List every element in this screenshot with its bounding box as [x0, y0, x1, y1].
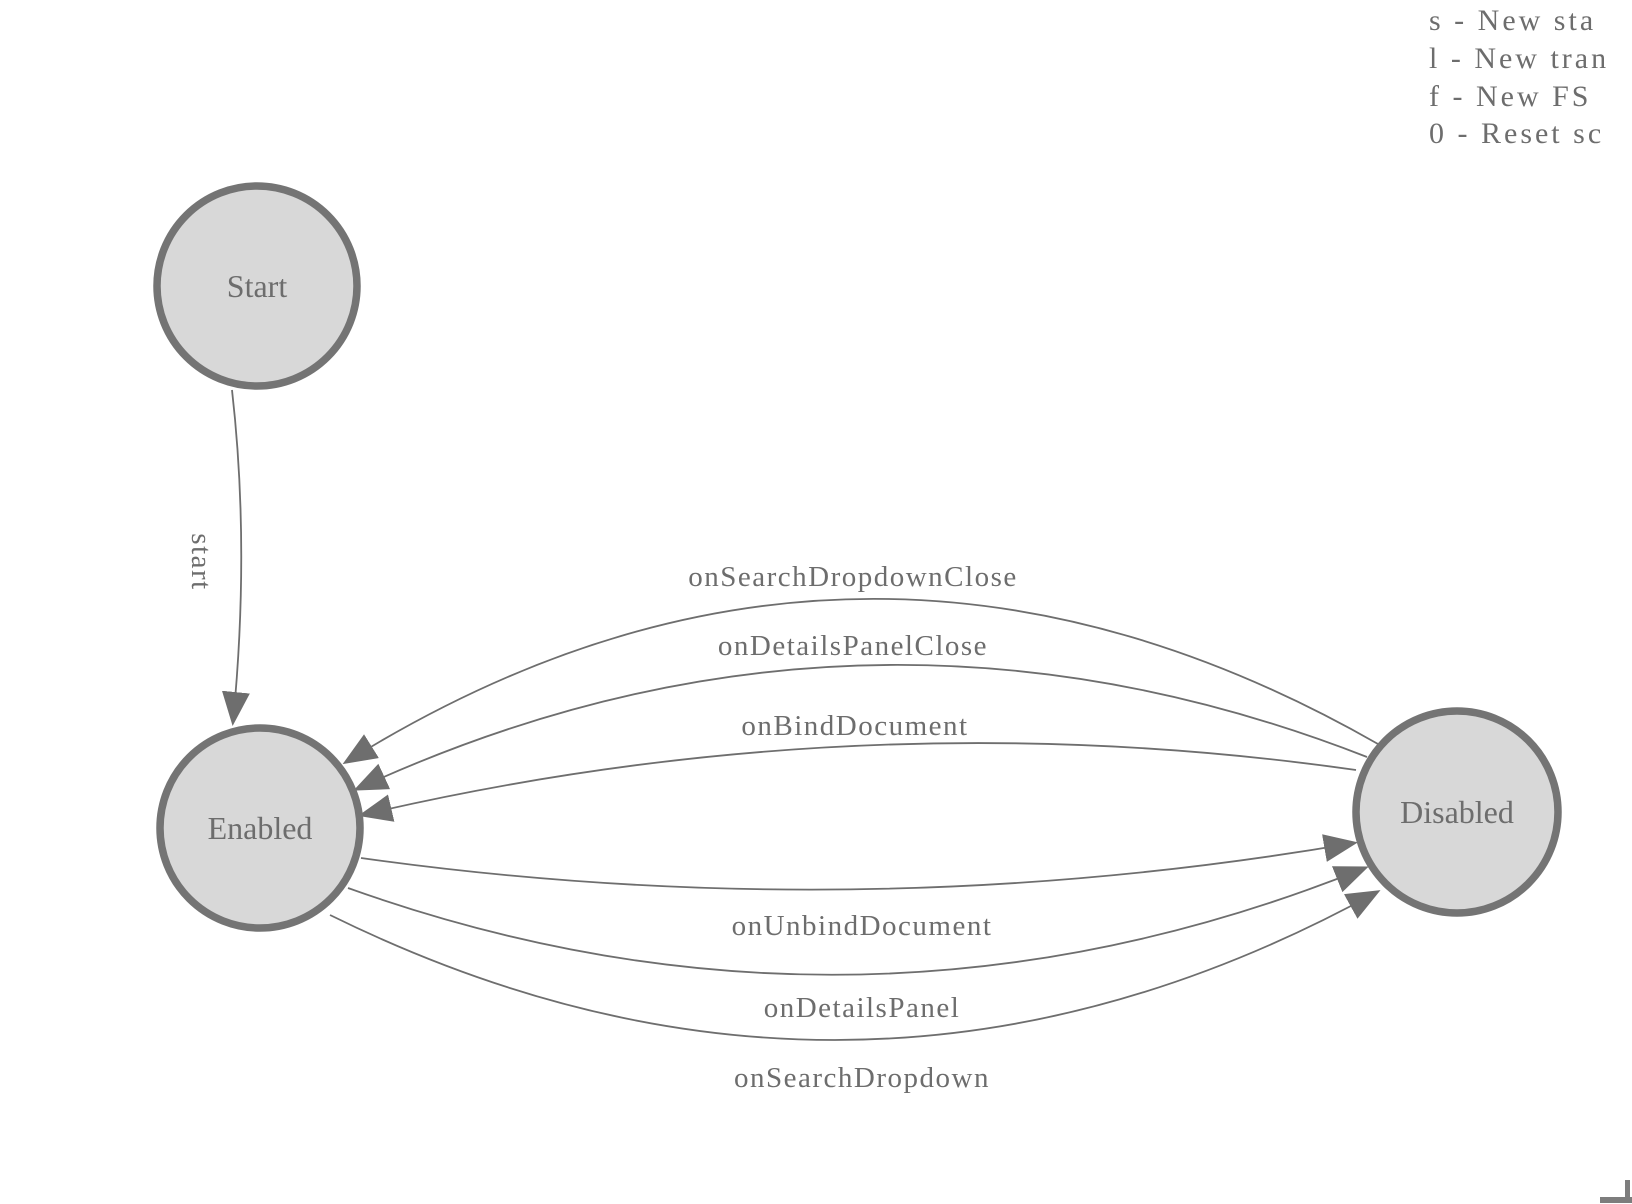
legend-line-new-fsm: f - New FS — [1429, 80, 1592, 113]
state-node-start[interactable]: Start — [153, 182, 361, 390]
shortcut-legend: s - New sta l - New tran f - New FS 0 - … — [1429, 4, 1609, 150]
corner-resize-mark — [1600, 1180, 1632, 1203]
transition-edge-onbinddocument[interactable] — [358, 742, 1357, 822]
transition-edges — [221, 389, 1381, 1041]
transition-labels: start onSearchDropdownClose onDetailsPan… — [185, 533, 1018, 1094]
state-node-disabled[interactable]: Disabled — [1352, 707, 1562, 917]
transition-label-ondetailspanelclose[interactable]: onDetailsPanelClose — [718, 630, 988, 662]
state-label-start: Start — [227, 268, 288, 304]
transition-edge-onsearchdropdown[interactable] — [329, 890, 1381, 1041]
transition-label-onsearchdropdownclose[interactable]: onSearchDropdownClose — [688, 561, 1018, 593]
transition-label-ondetailspanel[interactable]: onDetailsPanel — [764, 992, 961, 1024]
state-label-enabled: Enabled — [208, 810, 313, 846]
transition-edge-start[interactable] — [221, 389, 250, 726]
legend-line-new-state: s - New sta — [1429, 4, 1596, 37]
state-circle-start — [153, 182, 361, 390]
transition-label-start[interactable]: start — [185, 533, 217, 590]
transition-edge-ondetailspanelclose[interactable] — [353, 664, 1368, 791]
legend-line-new-transition: l - New tran — [1429, 42, 1609, 75]
transition-edge-ondetailspanel[interactable] — [347, 866, 1369, 976]
corner-mark-horizontal — [1600, 1197, 1632, 1203]
transition-label-onbinddocument[interactable]: onBindDocument — [741, 710, 968, 742]
transition-edge-onsearchdropdownclose[interactable] — [342, 598, 1379, 765]
state-label-disabled: Disabled — [1400, 794, 1514, 830]
corner-mark-vertical — [1625, 1180, 1630, 1203]
state-circle-enabled — [156, 724, 364, 932]
legend-line-reset-scale: 0 - Reset sc — [1429, 117, 1604, 150]
transition-edge-onunbinddocument[interactable] — [360, 834, 1358, 891]
state-node-enabled[interactable]: Enabled — [156, 724, 364, 932]
transition-label-onsearchdropdown[interactable]: onSearchDropdown — [734, 1062, 990, 1094]
transition-label-onunbinddocument[interactable]: onUnbindDocument — [732, 910, 993, 942]
state-circle-disabled — [1352, 707, 1562, 917]
